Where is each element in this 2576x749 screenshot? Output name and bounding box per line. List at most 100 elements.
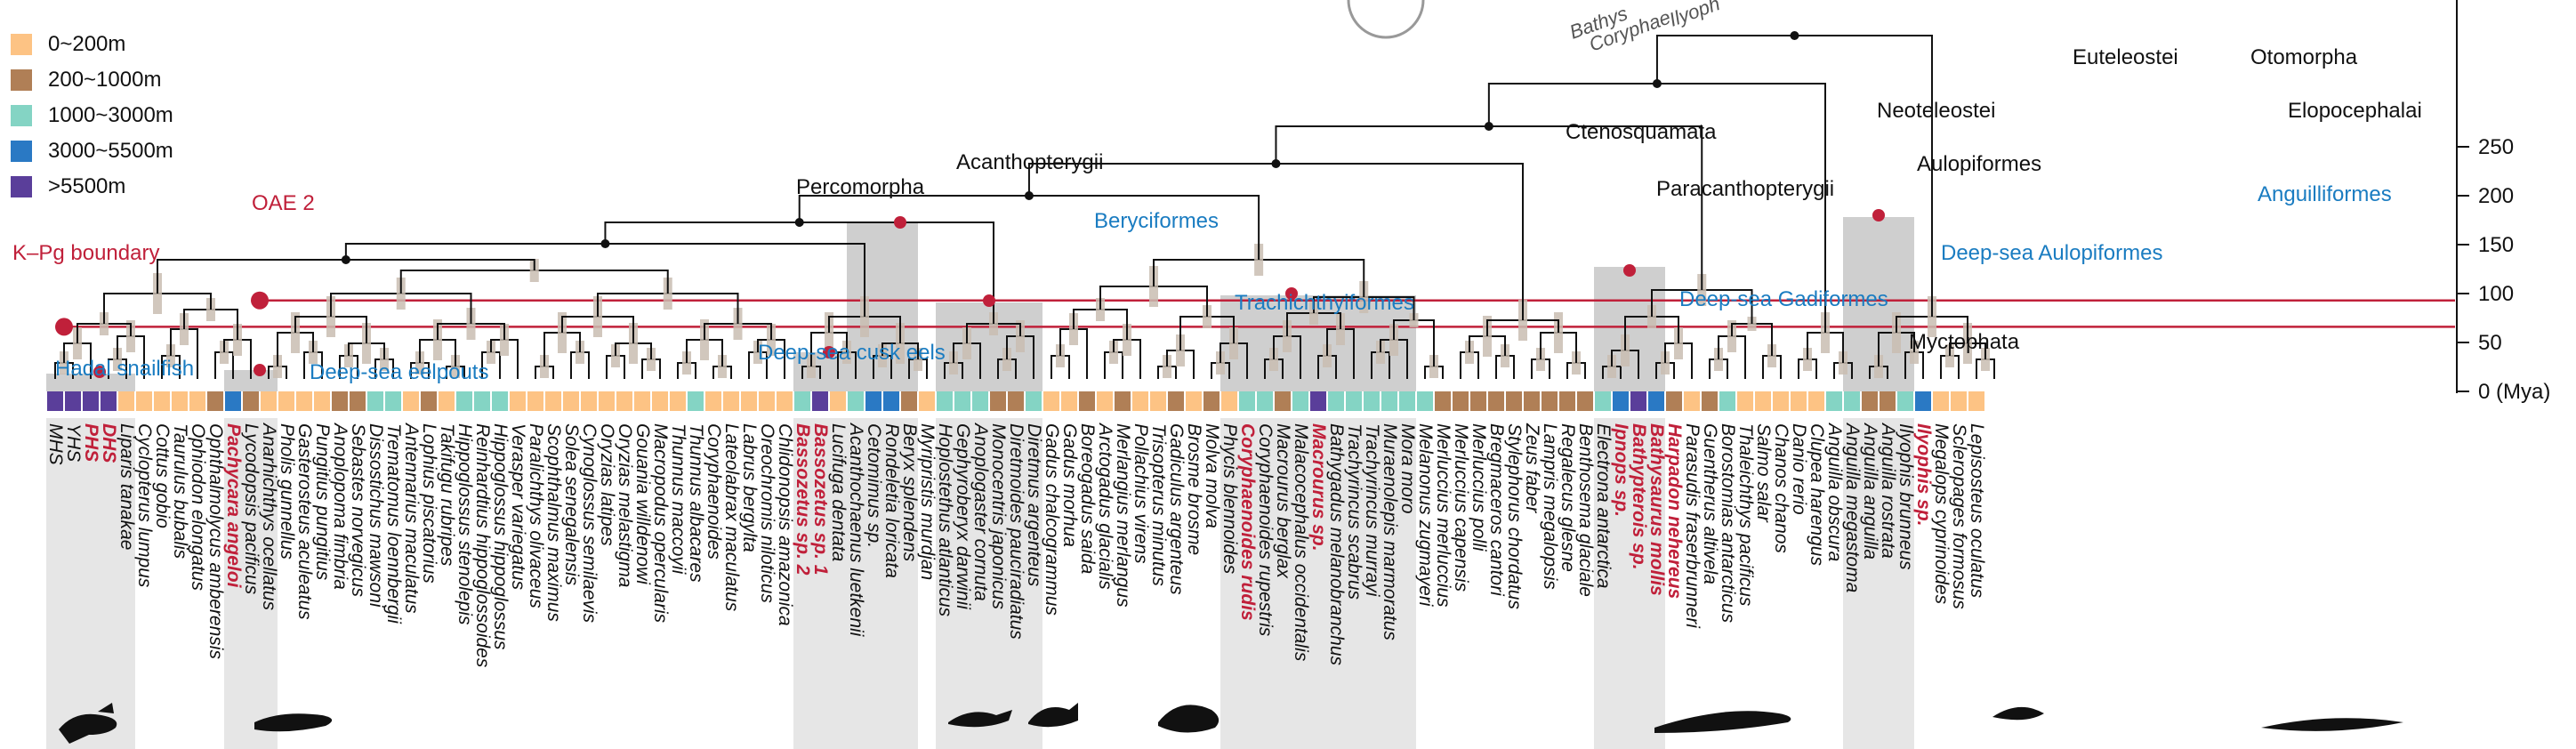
depth-cell — [1897, 391, 1913, 411]
species-label: Anoplopoma fimbria — [330, 422, 350, 590]
species-label: Cetomimus sp. — [864, 423, 884, 548]
species-label: Pollachius virens — [1131, 423, 1151, 564]
species-label: Malacocephalus occidentalis — [1291, 423, 1311, 662]
legend-label: 1000~3000m — [48, 103, 173, 127]
depth-cell — [1239, 391, 1255, 411]
species-label: Parasudis fraserbrunneri — [1682, 423, 1703, 629]
depth-cell — [1630, 391, 1646, 411]
deep-sea-origin-dot — [1623, 264, 1636, 277]
grenadier-silhouette-icon — [1654, 711, 1791, 733]
legend-swatch-3000-5500m — [11, 141, 32, 162]
species-label: Electrona antarctica — [1593, 423, 1614, 589]
depth-cell — [527, 391, 543, 411]
depth-cell — [1150, 391, 1166, 411]
species-label: Diretmus argenteus — [1024, 423, 1044, 587]
depth-cell — [172, 391, 188, 411]
depth-cell — [1844, 391, 1860, 411]
legend-label: 200~1000m — [48, 68, 162, 92]
depth-cell — [1613, 391, 1629, 411]
band-hadal-snailfish-label-bg — [46, 418, 135, 749]
depth-cell — [1755, 391, 1771, 411]
depth-cell — [1684, 391, 1700, 411]
species-label: Phycis blennoides — [1220, 423, 1240, 575]
depth-cell — [118, 391, 134, 411]
clade-paracanthopterygii: Paracanthopterygii — [1656, 177, 1834, 201]
group-label-beryciformes: Beryciformes — [1094, 209, 1219, 233]
species-label: Gouania willdenowi — [632, 423, 653, 585]
depth-cell — [314, 391, 330, 411]
oae2-label: OAE 2 — [252, 191, 315, 215]
depth-cell — [439, 391, 455, 411]
band-hadal-snailfish — [46, 374, 135, 391]
depth-cell — [1435, 391, 1451, 411]
depth-cell — [1221, 391, 1237, 411]
legend-item-3000-5500m: 3000~5500m — [11, 133, 251, 169]
depth-cell — [1719, 391, 1735, 411]
species-label: Ilyophis sp. — [1913, 423, 1934, 527]
species-label: Merluccius merluccius — [1433, 423, 1453, 608]
depth-cell — [1470, 391, 1486, 411]
species-label: MHS — [45, 423, 66, 465]
clade-otomorpha: Otomorpha — [2250, 45, 2358, 69]
deep-sea-origin-dot — [254, 364, 266, 376]
axis-tick-label: 200 — [2478, 184, 2514, 208]
species-label: Harpadon nehereus — [1664, 423, 1685, 599]
species-label: Anoplogaster cornuta — [970, 422, 991, 601]
depth-legend: 0~200m 200~1000m 1000~3000m 3000~5500m >… — [11, 27, 251, 205]
species-label: Ophthalmolycus amberensis — [205, 423, 226, 659]
band-deep-sea-aulopiformes-label-bg — [1594, 418, 1665, 749]
deep-sea-bands — [46, 217, 1914, 749]
depth-cell — [1186, 391, 1202, 411]
depth-cell — [1488, 391, 1504, 411]
species-label: Pachycara angeloi — [223, 423, 244, 589]
eelpout-silhouette-icon — [254, 713, 333, 732]
depth-cell — [1061, 391, 1077, 411]
species-label: Oreochromis niloticus — [757, 423, 777, 603]
depth-cell — [599, 391, 615, 411]
species-label: Anarhichthys ocellatus — [259, 422, 279, 611]
depth-cell — [1328, 391, 1344, 411]
depth-cell — [865, 391, 881, 411]
depth-cell — [456, 391, 472, 411]
species-label: Oryzias latipes — [597, 423, 617, 546]
species-label: Anguilla rostrata — [1878, 422, 1898, 559]
species-label: Stylephorus chordatus — [1504, 423, 1525, 609]
species-label: Macropodus opercularis — [650, 423, 671, 624]
group-label-deep-sea-aulopiformes: Deep-sea Aulopiformes — [1941, 241, 2162, 265]
depth-cell — [652, 391, 668, 411]
species-label: Beryx splendens — [899, 423, 920, 562]
species-label: Merluccius capensis — [1451, 423, 1471, 592]
species-label: Anguilla anguilla — [1860, 422, 1880, 560]
depth-cell — [1862, 391, 1878, 411]
axis-tick-label: 100 — [2478, 282, 2514, 306]
species-label: Lampris megalopsis — [1540, 423, 1560, 590]
depth-cell — [1648, 391, 1664, 411]
species-label: Merluccius polli — [1469, 423, 1489, 552]
group-label-hadal-snailfish: Hadal snailfish — [55, 357, 194, 381]
band-trachichthyiformes-label-bg — [936, 418, 1042, 749]
species-label: Oryzias melastigma — [615, 423, 635, 587]
legend-swatch-1000-3000m — [11, 105, 32, 126]
clade-aulopiformes: Aulopiformes — [1917, 152, 2041, 176]
clade-myctophata: Myctophata — [1909, 330, 2020, 354]
depth-cell — [812, 391, 828, 411]
kpg-label: K–Pg boundary — [12, 241, 159, 265]
depth-cell — [189, 391, 205, 411]
depth-bar — [47, 391, 1984, 411]
snailfish-silhouette-icon — [59, 703, 117, 744]
depth-cell — [1115, 391, 1131, 411]
depth-cell — [848, 391, 864, 411]
species-label: Thunnus maccoyii — [668, 423, 688, 576]
species-label: Scleropages formosus — [1949, 423, 1969, 609]
depth-cell — [1453, 391, 1469, 411]
species-label: Lycodopsis pacificus — [241, 423, 262, 595]
depth-cell — [1168, 391, 1184, 411]
species-label: Hippoglossus hippoglossus — [490, 423, 511, 650]
oae2-dot — [251, 291, 269, 310]
axis-tick-label: 0 (Mya) — [2478, 380, 2550, 404]
depth-cell — [261, 391, 277, 411]
depth-cell — [954, 391, 970, 411]
species-label: Ilyophis brunneus — [1896, 423, 1916, 570]
depth-cell — [207, 391, 223, 411]
species-label: Clupea harengus — [1807, 423, 1827, 566]
